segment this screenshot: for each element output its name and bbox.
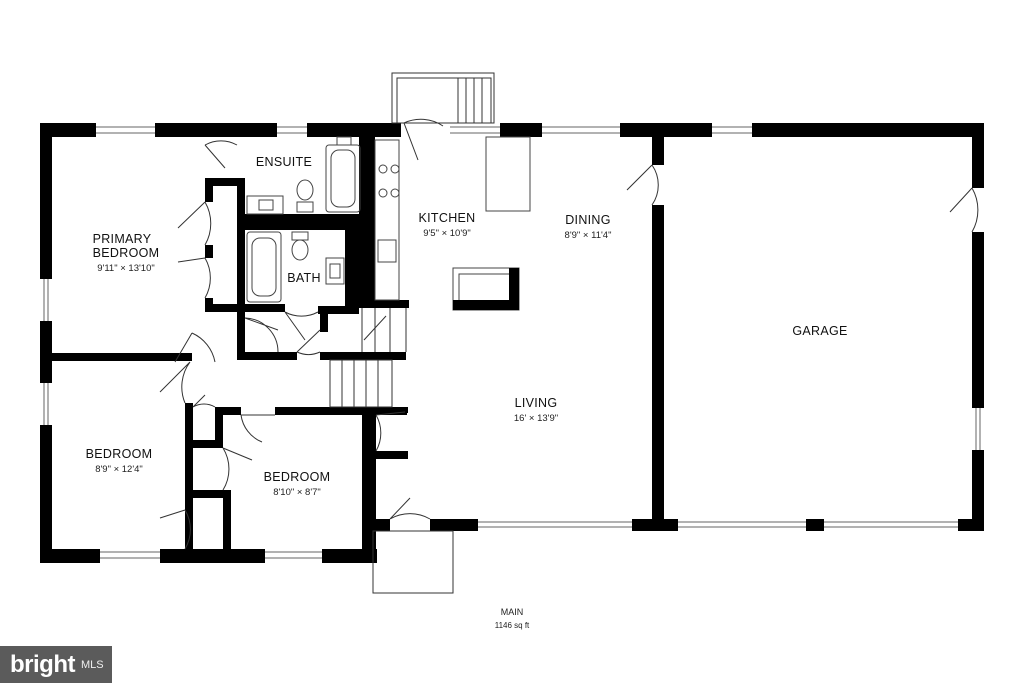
dining-label: DINING — [565, 213, 611, 227]
bedroom-right-dims: 8'10" × 8'7" — [273, 487, 321, 498]
living-label: LIVING — [515, 396, 558, 410]
bedroom-right-label: BEDROOM — [264, 470, 331, 484]
room-labels: PRIMARY BEDROOM 9'11" × 13'10" ENSUITE B… — [86, 155, 848, 498]
kitchen-label: KITCHEN — [419, 211, 476, 225]
primary-bedroom-label-2: BEDROOM — [93, 246, 160, 260]
bedroom-left-dims: 8'9" × 12'4" — [95, 464, 143, 475]
ensuite-label: ENSUITE — [256, 155, 312, 169]
garage-label: GARAGE — [792, 324, 847, 338]
dining-dims: 8'9" × 11'4" — [565, 230, 612, 241]
bright-mls-logo: bright MLS — [0, 646, 112, 683]
primary-bedroom-label: PRIMARY — [93, 232, 152, 246]
primary-bedroom-dims: 9'11" × 13'10" — [97, 263, 154, 274]
floor-summary: MAIN 1146 sq ft — [495, 607, 530, 630]
kitchen-dims: 9'5" × 10'9" — [423, 228, 471, 239]
floor-area-label: 1146 sq ft — [495, 621, 530, 630]
bath-label: BATH — [287, 271, 321, 285]
floor-level-label: MAIN — [501, 607, 524, 617]
brand-wordmark: bright — [10, 650, 75, 678]
exterior-deck — [372, 72, 495, 594]
brand-mls: MLS — [80, 658, 104, 671]
living-dims: 16' × 13'9" — [514, 413, 558, 424]
stairs — [329, 308, 407, 408]
bedroom-left-label: BEDROOM — [86, 447, 153, 461]
windows — [43, 126, 981, 559]
doors — [159, 118, 979, 550]
walls — [40, 123, 984, 563]
